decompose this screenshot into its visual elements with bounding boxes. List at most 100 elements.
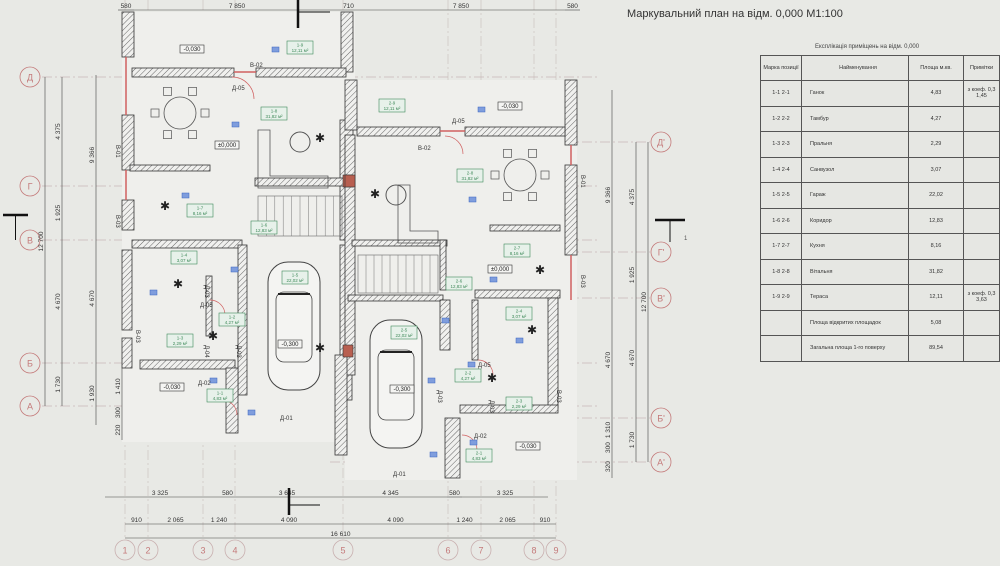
axis-label: Б	[27, 359, 33, 369]
level-mark-box	[277, 339, 303, 349]
dining-table	[503, 158, 537, 192]
dimension-value: 300	[115, 407, 122, 418]
room-tag-mark: 1-1	[217, 391, 224, 396]
cell-mark	[760, 335, 802, 362]
cell-name: Загальна площа 1-го поверху	[801, 335, 909, 362]
opening-label: Д-05	[232, 86, 245, 92]
cell-note	[963, 156, 1000, 183]
dimension-value: 1 310	[605, 421, 612, 438]
room-marker	[230, 266, 239, 273]
person-icon: ✱	[535, 263, 545, 277]
room-tag	[170, 250, 198, 265]
wall	[121, 199, 135, 231]
chair	[490, 170, 500, 180]
dimension-value: 1 930	[89, 385, 96, 402]
opening-label: Д-03	[488, 400, 494, 413]
wall	[254, 177, 346, 187]
dimension-value: 300	[605, 442, 612, 453]
axis-label: 5	[340, 546, 345, 556]
room-marker	[247, 409, 256, 416]
chair	[150, 108, 160, 118]
wall	[121, 11, 135, 58]
cell-area: 89,54	[908, 335, 964, 362]
axis-bubble	[137, 539, 159, 561]
axis-label: 6	[445, 546, 450, 556]
opening-label: В-01	[114, 145, 120, 158]
dimension-value: 4 670	[629, 349, 636, 366]
room-tag-mark: 2-9	[389, 101, 396, 106]
chair	[163, 130, 172, 140]
dimension-value: 4 670	[55, 293, 62, 310]
person-icon: ✱	[208, 329, 218, 343]
dimension-value: 910	[540, 517, 551, 524]
person-icon: ✱	[370, 187, 380, 201]
room-tag-area: 31,82 м²	[265, 114, 283, 119]
room-tag	[166, 333, 194, 348]
axis-bubble	[650, 287, 672, 309]
room-tag-area: 22,02 м²	[395, 333, 413, 338]
wall	[121, 337, 133, 369]
level-mark: -0,030	[163, 385, 181, 391]
table-header-row: Марка позиції Найменування Площа м.кв. П…	[760, 55, 1000, 81]
wall	[340, 11, 354, 73]
axis-label: В'	[657, 294, 665, 304]
dimension-value: 12 700	[641, 292, 648, 312]
dimension-value: 7 850	[453, 3, 470, 10]
room-tag-area: 2,29 м²	[173, 341, 188, 346]
axis-label: А	[27, 402, 33, 412]
cell-note	[963, 258, 1000, 285]
dimension-value: 9 366	[605, 186, 612, 203]
dimension-value: 580	[121, 3, 132, 10]
wall	[356, 126, 441, 137]
room-tag	[503, 243, 531, 258]
wall	[344, 79, 358, 131]
room-tag-area: 12,83 м²	[255, 228, 273, 233]
section-mark-label: 1	[684, 236, 688, 242]
room-tag-mark: 2-4	[516, 309, 523, 314]
axis-bubble	[523, 539, 545, 561]
axis-label: В	[27, 236, 33, 246]
dimension-value: 1 925	[629, 266, 636, 283]
axis-bubble	[650, 407, 672, 429]
room-marker	[469, 439, 478, 446]
door-swing	[461, 434, 478, 451]
opening-label: В-03	[555, 390, 561, 403]
room-tag	[206, 388, 234, 403]
level-mark: -0,300	[393, 387, 411, 393]
wall	[205, 275, 213, 337]
cell-mark: 1-2 2-2	[760, 105, 802, 132]
wall	[474, 289, 561, 299]
chair	[200, 108, 210, 118]
dimension-value: 3 645	[279, 490, 296, 497]
axis-bubble	[470, 539, 492, 561]
room-tag-mark: 2-1	[476, 451, 483, 456]
room-tag-mark: 1-7	[197, 206, 204, 211]
room-tag-mark: 2-2	[465, 371, 472, 376]
opening-label: В-02	[418, 146, 431, 152]
car-roof	[275, 291, 313, 363]
room-marker	[477, 106, 486, 113]
axis-label: Д'	[657, 138, 665, 148]
axis-label: 4	[232, 546, 237, 556]
room-schedule-table: Марка позиції Найменування Площа м.кв. П…	[760, 55, 1000, 362]
dimension-value: 580	[449, 490, 460, 497]
axis-label: А'	[657, 458, 665, 468]
room-marker	[467, 361, 476, 368]
axis-bubble	[545, 539, 567, 561]
person-icon: ✱	[315, 131, 325, 145]
dimension-value: 4 090	[387, 517, 404, 524]
axis-label: Д	[27, 73, 33, 83]
axis-label: Г	[28, 182, 33, 192]
dimension-value: 320	[605, 461, 612, 472]
cell-name: Кухня	[801, 233, 909, 260]
room-tag-area: 4,83 м²	[213, 396, 228, 401]
opening-label: Д-01	[393, 472, 406, 478]
cell-name: Санвузол	[801, 156, 909, 183]
room-tag-mark: 2-6	[456, 279, 463, 284]
dimension-value: 4 345	[382, 490, 399, 497]
axis-bubble	[19, 229, 41, 251]
